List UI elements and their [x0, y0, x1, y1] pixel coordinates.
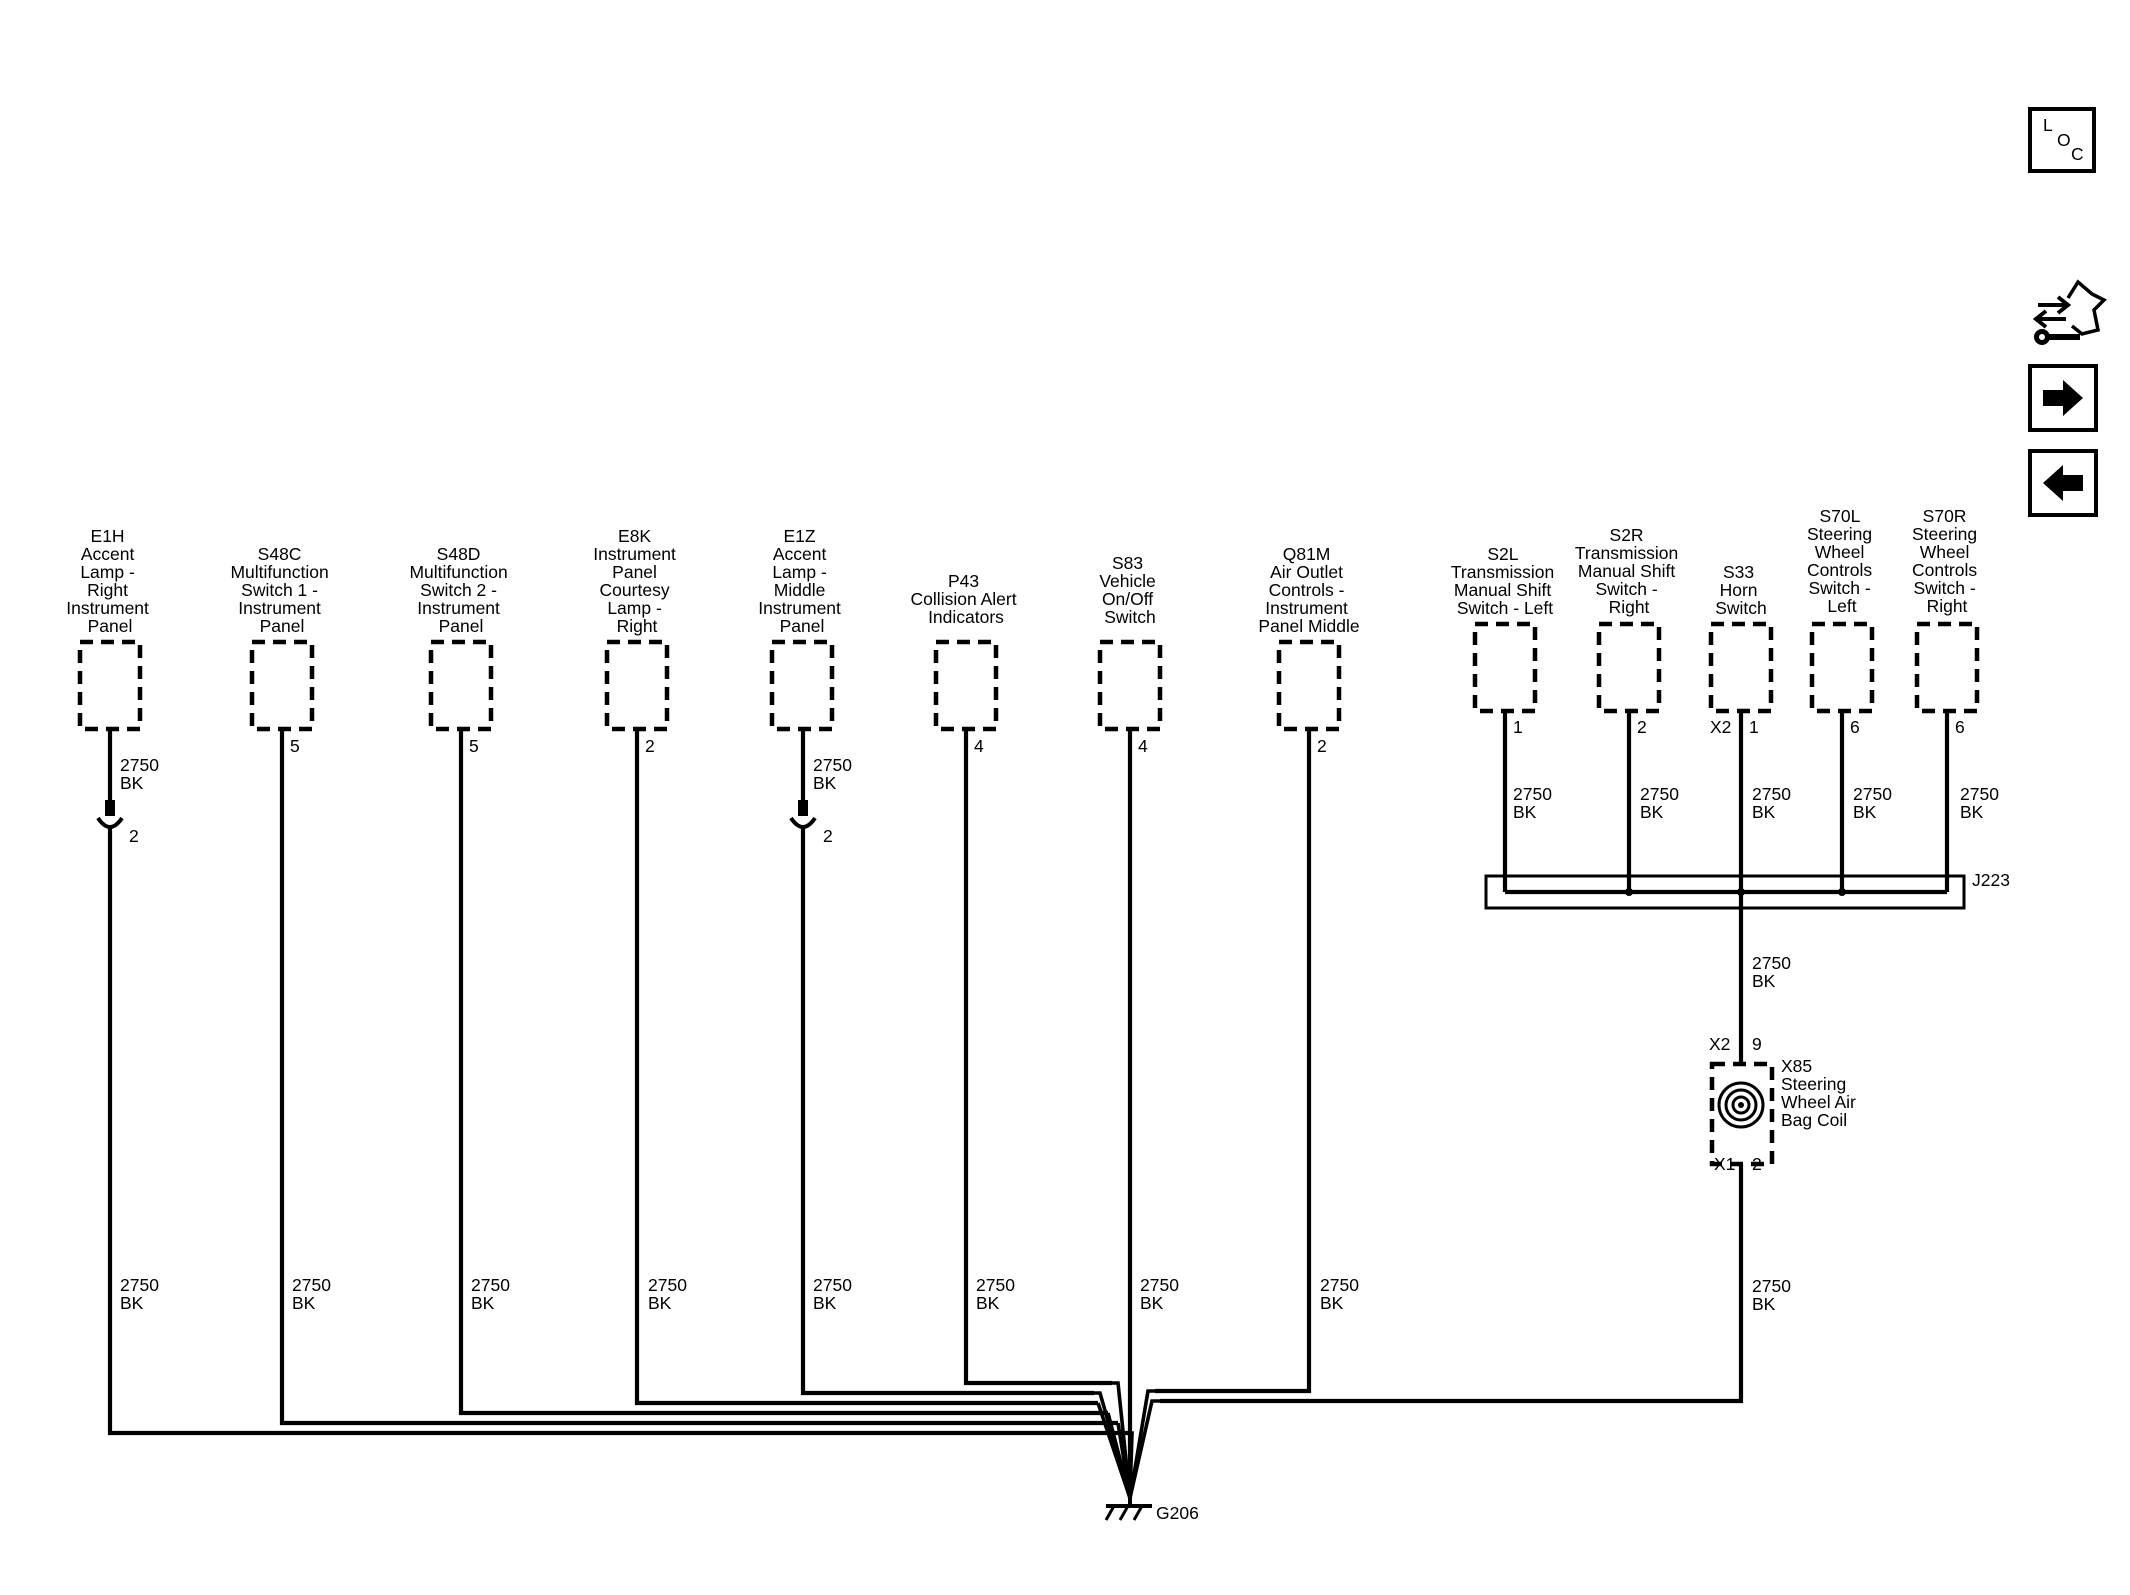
splice-block-j223: J223 [1484, 870, 2010, 910]
component-box-q81m [1276, 639, 1342, 732]
pin-label-q81m: 2 [1317, 736, 1327, 756]
component-box-s33 [1708, 621, 1774, 714]
inline-connector-e1h [96, 800, 124, 829]
coil-pin-top: 9 [1752, 1034, 1762, 1054]
connector-pin-e1z: 2 [823, 826, 833, 846]
component-label-s2r: S2R Transmission Manual Shift Switch - R… [1575, 525, 1683, 617]
component-box-s70r [1914, 621, 1980, 714]
pin-label-p43: 4 [974, 736, 984, 756]
ground-g206: G206 [1104, 1498, 1199, 1523]
pin-label-s2l: 1 [1513, 717, 1523, 737]
coil-pin-bottom: 2 [1752, 1154, 1762, 1174]
pin-label-s70l: 6 [1850, 717, 1860, 737]
connector-pin-e1h: 2 [129, 826, 139, 846]
coil-connector-top: X2 [1709, 1034, 1730, 1054]
loc-button-letter-o: O [2057, 130, 2071, 150]
component-box-s48d [428, 639, 494, 732]
component-label-e1h: E1H Accent Lamp - Right Instrument Panel [66, 526, 154, 636]
component-box-s2r [1596, 621, 1662, 714]
pin-label-s48d: 5 [469, 736, 479, 756]
component-label-s83: S83 Vehicle On/Off Switch [1099, 553, 1160, 627]
pin-label-s2r: 2 [1637, 717, 1647, 737]
ground-label: G206 [1156, 1503, 1199, 1523]
pin-label-s33: 1 [1749, 717, 1759, 737]
clockspring-coil-x85: X2 9 X1 2 X85 Steering Wheel Air Bag Coi… [1709, 1034, 1861, 1174]
pin-label-s70r: 6 [1955, 717, 1965, 737]
previous-page-button[interactable] [2028, 449, 2098, 517]
diagnostic-wrench-icon[interactable] [2032, 279, 2107, 345]
component-label-s33: S33 Horn Switch [1715, 562, 1767, 618]
component-boxes [77, 621, 1980, 732]
wires [107, 711, 1950, 1499]
component-box-s48c [249, 639, 315, 732]
arrow-left-icon [2043, 465, 2083, 501]
coil-connector-bottom: X1 [1714, 1154, 1735, 1174]
connector-label-s33: X2 [1710, 717, 1731, 737]
component-label-s2l: S2L Transmission Manual Shift Switch - L… [1451, 544, 1559, 618]
component-box-e1h [77, 639, 143, 732]
inline-connector-e1z [789, 800, 817, 829]
component-label-s48d: S48D Multifunction Switch 2 - Instrument… [409, 544, 512, 636]
pin-label-s83: 4 [1138, 736, 1148, 756]
splice-block-label: J223 [1972, 870, 2010, 890]
pin-label-e8k: 2 [645, 736, 655, 756]
component-box-e1z [769, 639, 835, 732]
component-label-p43: P43 Collision Alert Indicators [911, 571, 1022, 627]
component-label-s70l: S70L Steering Wheel Controls Switch - Le… [1807, 506, 1877, 616]
loc-button-letter-c: C [2071, 144, 2084, 164]
pin-label-s48c: 5 [290, 736, 300, 756]
pin-labels: 5 5 2 4 4 2 1 2 X2 1 6 6 2 2 [129, 717, 1965, 846]
loc-button[interactable]: L O C [2028, 107, 2096, 173]
component-box-e8k [604, 639, 670, 732]
component-label-e8k: E8K Instrument Panel Courtesy Lamp - Rig… [593, 526, 681, 636]
component-box-s2l [1472, 621, 1538, 714]
component-label-e1z: E1Z Accent Lamp - Middle Instrument Pane… [758, 526, 846, 636]
arrow-right-icon [2043, 380, 2083, 416]
loc-button-letter-l: L [2043, 115, 2053, 135]
component-box-s83 [1097, 639, 1163, 732]
next-page-button[interactable] [2028, 364, 2098, 432]
component-box-p43 [933, 639, 999, 732]
component-label-s70r: S70R Steering Wheel Controls Switch - Ri… [1912, 506, 1982, 616]
component-label-q81m: Q81M Air Outlet Controls - Instrument Pa… [1258, 544, 1359, 636]
coil-label: X85 Steering Wheel Air Bag Coil [1781, 1056, 1861, 1130]
component-labels: E1H Accent Lamp - Right Instrument Panel… [66, 506, 1982, 636]
component-label-s48c: S48C Multifunction Switch 1 - Instrument… [230, 544, 333, 636]
component-box-s70l [1809, 621, 1875, 714]
